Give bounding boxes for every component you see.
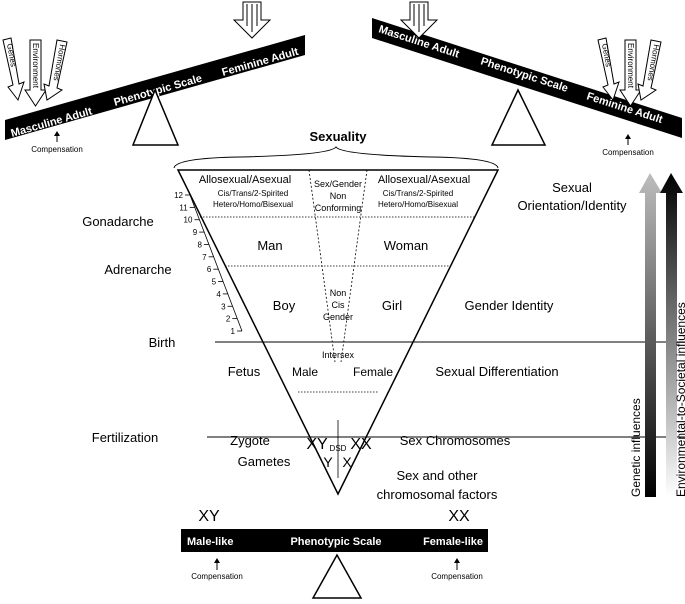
bottom-xx-label: XX [448, 508, 470, 525]
sex-chromosomes-label: Sex Chromosomes [400, 433, 511, 448]
gonadarche-label: Gonadarche [82, 214, 154, 229]
age-label: 3 [221, 302, 226, 311]
age-label: 10 [184, 216, 193, 225]
sexuality-left-main: Allosexual/Asexual [199, 174, 291, 186]
right-top-arrow [399, 1, 439, 39]
fertilization-label: Fertilization [92, 430, 158, 445]
non-cis-gender-line1: Non [330, 288, 347, 298]
chromosomal-line2: chromosomal factors [377, 487, 498, 502]
female-label: Female [353, 365, 393, 379]
wedge-left [308, 169, 336, 363]
left-environment-arrow: Environment [24, 39, 47, 107]
y-chromosome-label: Y [323, 454, 333, 470]
genetic-influence-label: Genetic influences [629, 398, 643, 497]
age-label: 7 [202, 253, 207, 262]
age-label: 1 [231, 327, 236, 336]
female-like-label: Female-like [423, 536, 483, 548]
right-genes-arrow: Genes [597, 37, 620, 102]
age-label: 4 [216, 290, 221, 299]
left-fulcrum [131, 88, 180, 146]
age-label: 8 [197, 240, 202, 249]
sexuality-right-sub1: Cis/Trans/2-Spirited [383, 189, 453, 198]
age-label: 12 [174, 191, 183, 200]
man-label: Man [257, 238, 282, 253]
gametes-label: Gametes [238, 454, 291, 469]
age-ruler [189, 194, 243, 332]
environmental-influence-arrow: Environmental-to-Societal influences [660, 173, 685, 497]
left-hormones-arrow: Hormones [43, 39, 68, 101]
non-cis-gender-line2: Cis [332, 300, 345, 310]
age-label: 2 [226, 315, 231, 324]
sexuality-left-sub1: Cis/Trans/2-Spirited [218, 189, 288, 198]
male-label: Male [292, 365, 318, 379]
non-conforming-line2: Non [330, 191, 347, 201]
right-fulcrum [490, 88, 547, 146]
right-scale-bar [372, 18, 682, 138]
wedge-right [340, 169, 368, 363]
environmental-influence-label: Environmental-to-Societal influences [674, 302, 685, 497]
left-scale-bar [5, 35, 305, 140]
adrenarche-label: Adrenarche [104, 262, 171, 277]
bottom-right-compensation-label: Compensation [431, 572, 483, 581]
right-hormones-arrow: Hormones [637, 39, 662, 101]
woman-label: Woman [384, 238, 429, 253]
age-label: 11 [179, 203, 188, 212]
non-conforming-line1: Sex/Gender [314, 179, 362, 189]
left-seesaw: Masculine Adult Phenotypic Scale Feminin… [2, 1, 305, 154]
bottom-left-compensation-label: Compensation [191, 572, 243, 581]
left-top-arrow [232, 1, 272, 39]
sexual-differentiation-label: Sexual Differentiation [435, 364, 558, 379]
sexual-orientation-line1: Sexual [552, 180, 592, 195]
xy-label: XY [306, 436, 328, 453]
sexuality-left-sub2: Hetero/Homo/Bisexual [213, 200, 293, 209]
birth-label: Birth [149, 335, 176, 350]
boy-label: Boy [273, 298, 296, 313]
dsd-label: DSD [330, 444, 347, 453]
bottom-fulcrum [311, 553, 363, 599]
sexuality-brace [173, 146, 499, 169]
girl-label: Girl [382, 298, 402, 313]
bottom-seesaw: XY XX Male-like Phenotypic Scale Female-… [181, 508, 488, 599]
right-environment-arrow: Environment [619, 39, 642, 107]
x-chromosome-label: X [342, 454, 352, 470]
left-compensation-label: Compensation [31, 145, 83, 154]
bottom-xy-label: XY [198, 508, 220, 525]
xx-label: XX [350, 436, 372, 453]
zygote-label: Zygote [230, 433, 270, 448]
genetic-influence-arrow: Genetic influences [629, 173, 662, 497]
right-seesaw: Masculine Adult Phenotypic Scale Feminin… [372, 1, 682, 157]
right-genes-label: Genes [600, 43, 613, 68]
chromosomal-line1: Sex and other [397, 468, 479, 483]
intersex-label: Intersex [322, 350, 355, 360]
left-genes-label: Genes [5, 43, 18, 68]
age-label: 9 [193, 228, 198, 237]
age-label: 5 [212, 278, 217, 287]
non-conforming-line3: Conforming [315, 203, 362, 213]
right-compensation-label: Compensation [602, 148, 654, 157]
gender-identity-label: Gender Identity [465, 298, 554, 313]
development-triangle [176, 169, 500, 496]
left-environment-label: Environment [31, 43, 40, 89]
sexuality-right-main: Allosexual/Asexual [378, 174, 470, 186]
non-cis-gender-line3: Gender [323, 312, 353, 322]
bottom-scale-bar [181, 529, 488, 552]
sexuality-right-sub2: Hetero/Homo/Bisexual [378, 200, 458, 209]
male-like-label: Male-like [187, 536, 233, 548]
age-label: 6 [207, 265, 212, 274]
sexuality-title: Sexuality [309, 129, 367, 144]
bottom-scale-label: Phenotypic Scale [290, 536, 381, 548]
fetus-label: Fetus [228, 364, 261, 379]
right-environment-label: Environment [626, 43, 635, 89]
sexual-orientation-line2: Orientation/Identity [517, 198, 627, 213]
left-genes-arrow: Genes [2, 37, 25, 102]
